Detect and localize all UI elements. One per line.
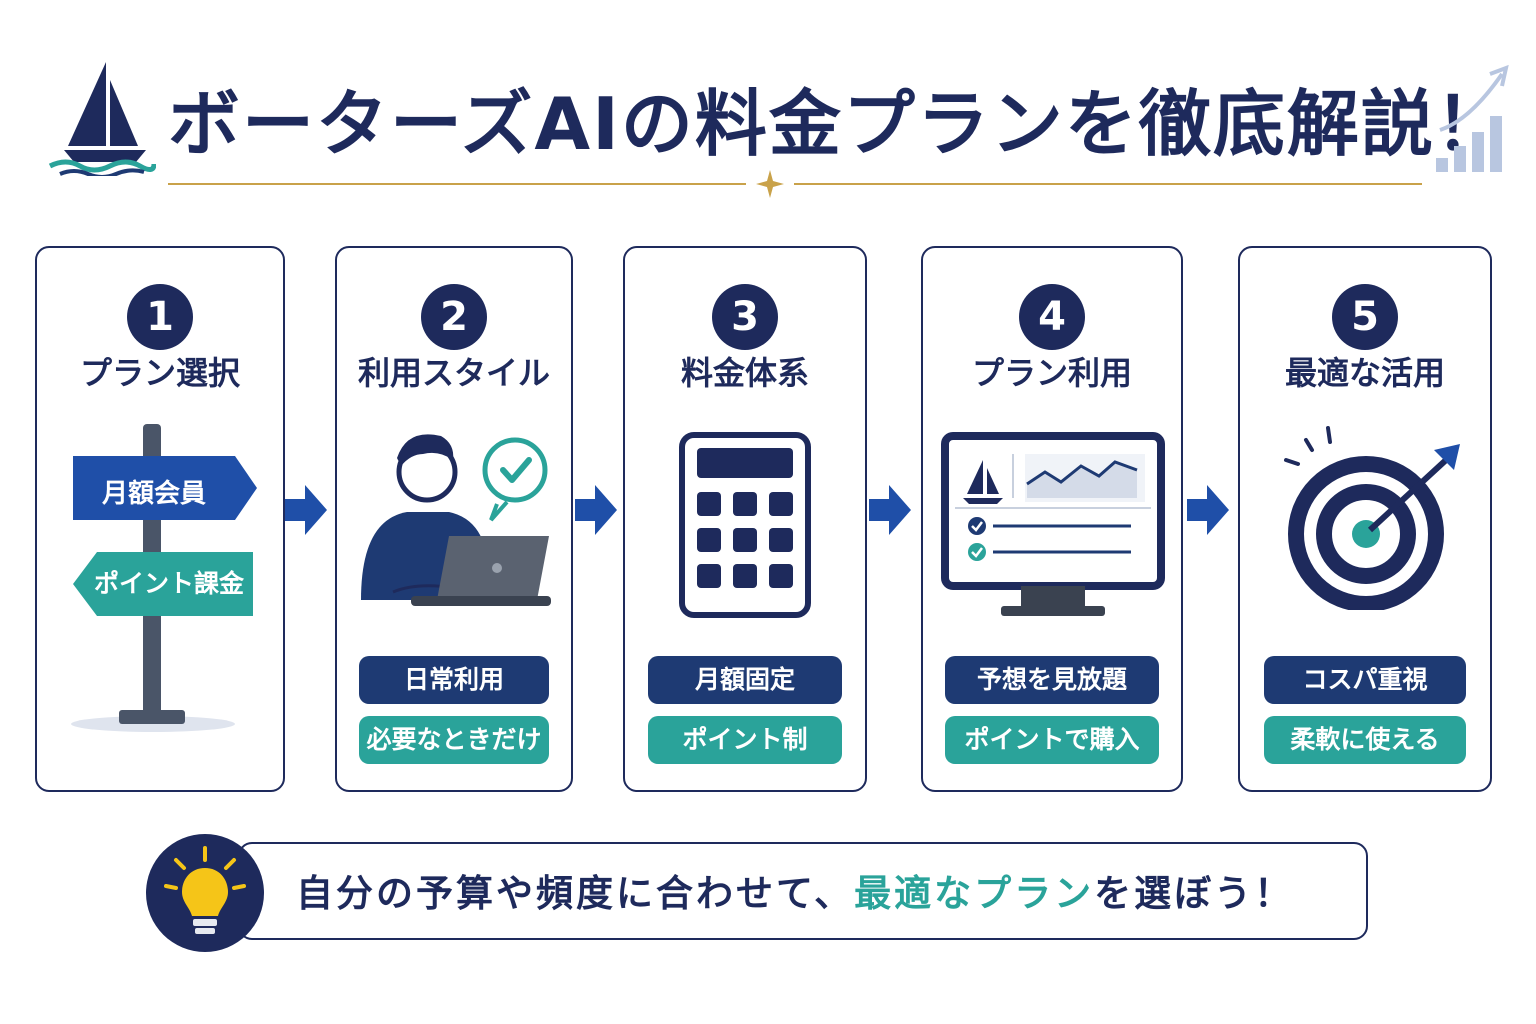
sailboat-icon [48,62,156,176]
person-laptop-icon [361,434,551,606]
step-card-2: 2 利用スタイル 日常利用 必要なときだけ [335,246,573,792]
arrow-right-icon [869,485,911,535]
tip-text-after: を選ぼう！ [1094,872,1295,915]
signpost-icon [71,424,257,732]
tag-monthly-fixed: 月額固定 [648,656,842,704]
step-number-badge: 2 [421,284,487,350]
arrow-right-icon [575,485,617,535]
step-title: プラン利用 [971,354,1132,392]
title-divider [168,170,1422,198]
tag-point-system: ポイント制 [648,716,842,764]
tip-banner [238,842,1368,940]
tag-unlimited-predictions: 予想を見放題 [945,656,1159,704]
step-title: プラン選択 [79,354,240,392]
target-icon [1284,426,1460,610]
step-title: 料金体系 [680,354,809,392]
step-card-4: 4 プラン利用 予想を見放題 ポイントで購入 [921,246,1183,792]
star-icon [756,170,784,198]
arrow-right-icon [285,485,327,535]
arrow-right-icon [1187,485,1229,535]
step-card-3: 3 料金体系 月額固定 ポイント制 [623,246,867,792]
tag-daily-use: 日常利用 [359,656,549,704]
tag-flexible-use: 柔軟に使える [1264,716,1466,764]
sign-label-monthly: 月額会員 [101,479,206,509]
calculator-icon [679,432,811,618]
lightbulb-icon [164,846,246,934]
lightbulb-badge [146,834,264,952]
step-title: 利用スタイル [357,354,550,392]
monitor-dashboard-icon [941,432,1165,616]
step-number-badge: 3 [712,284,778,350]
step-card-1: 1 プラン選択 月額会員 ポイント課金 [35,246,285,792]
step-number-badge: 1 [127,284,193,350]
step-card-5: 5 最適な活用 コスパ重視 柔軟に使える [1238,246,1492,792]
page-title: ボーターズAIの料金プランを徹底解説！ [168,82,1509,166]
tip-text-highlight: 最適なプラン [854,872,1095,915]
tag-as-needed: 必要なときだけ [359,716,549,764]
sign-label-points: ポイント課金 [93,569,244,598]
tag-buy-with-points: ポイントで購入 [945,716,1159,764]
tag-cost-performance: コスパ重視 [1264,656,1466,704]
tip-text-before: 自分の予算や頻度に合わせて、 [296,872,855,915]
growth-chart-icon [1436,64,1509,172]
tip-text: 自分の予算や頻度に合わせて、最適なプランを選ぼう！ [296,864,1346,924]
step-number-badge: 4 [1019,284,1085,350]
step-title: 最適な活用 [1284,354,1445,392]
step-number-badge: 5 [1332,284,1398,350]
